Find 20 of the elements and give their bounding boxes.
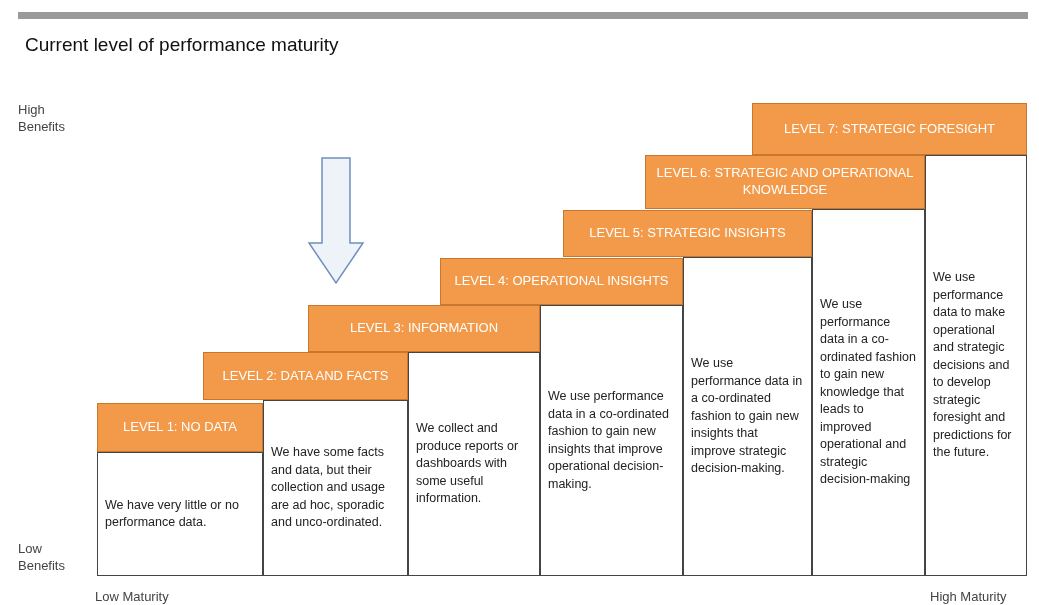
level-description: We have very little or no performance data. <box>105 496 240 531</box>
axis-label: Low Benefits <box>18 541 66 575</box>
level-description: We collect and produce reports or dashboards with some useful information. <box>416 420 520 508</box>
down-arrow <box>307 157 365 285</box>
level-heading: LEVEL 7: STRATEGIC FORESIGHT <box>752 103 1027 155</box>
level-heading: LEVEL 4: OPERATIONAL INSIGHTS <box>440 258 683 305</box>
level-description: We use performance data in a co-ordinated fashion to gain new insights that improve strategic decision-making. <box>691 355 804 478</box>
chart-title: Current level of performance maturity <box>25 34 339 56</box>
axis-label: High Maturity <box>930 589 1008 605</box>
axis-label: Low Maturity <box>95 589 170 605</box>
axis-label: High Benefits <box>18 102 66 136</box>
level-heading: LEVEL 6: STRATEGIC AND OPERATIONAL KNOWLEDGE <box>645 155 925 209</box>
level-heading: LEVEL 3: INFORMATION <box>308 305 540 352</box>
level-heading: LEVEL 2: DATA AND FACTS <box>203 352 408 400</box>
level-description: We use performance data in a co-ordinated fashion to gain new knowledge that leads to improved operational and strategic decision-making <box>820 296 917 489</box>
level-description: We have some facts and data, but their collection and usage are ad hoc, sporadic and unco-ordinated. <box>271 444 386 532</box>
level-heading: LEVEL 5: STRATEGIC INSIGHTS <box>563 210 812 257</box>
level-description: We use performance data in a co-ordinated fashion to gain new insights that improve operational decision-making. <box>548 388 670 493</box>
level-heading: LEVEL 1: NO DATA <box>97 403 263 452</box>
level-description: We use performance data to make operational and strategic decisions and to develop strategic foresight and predictions for the future. <box>933 269 1013 462</box>
